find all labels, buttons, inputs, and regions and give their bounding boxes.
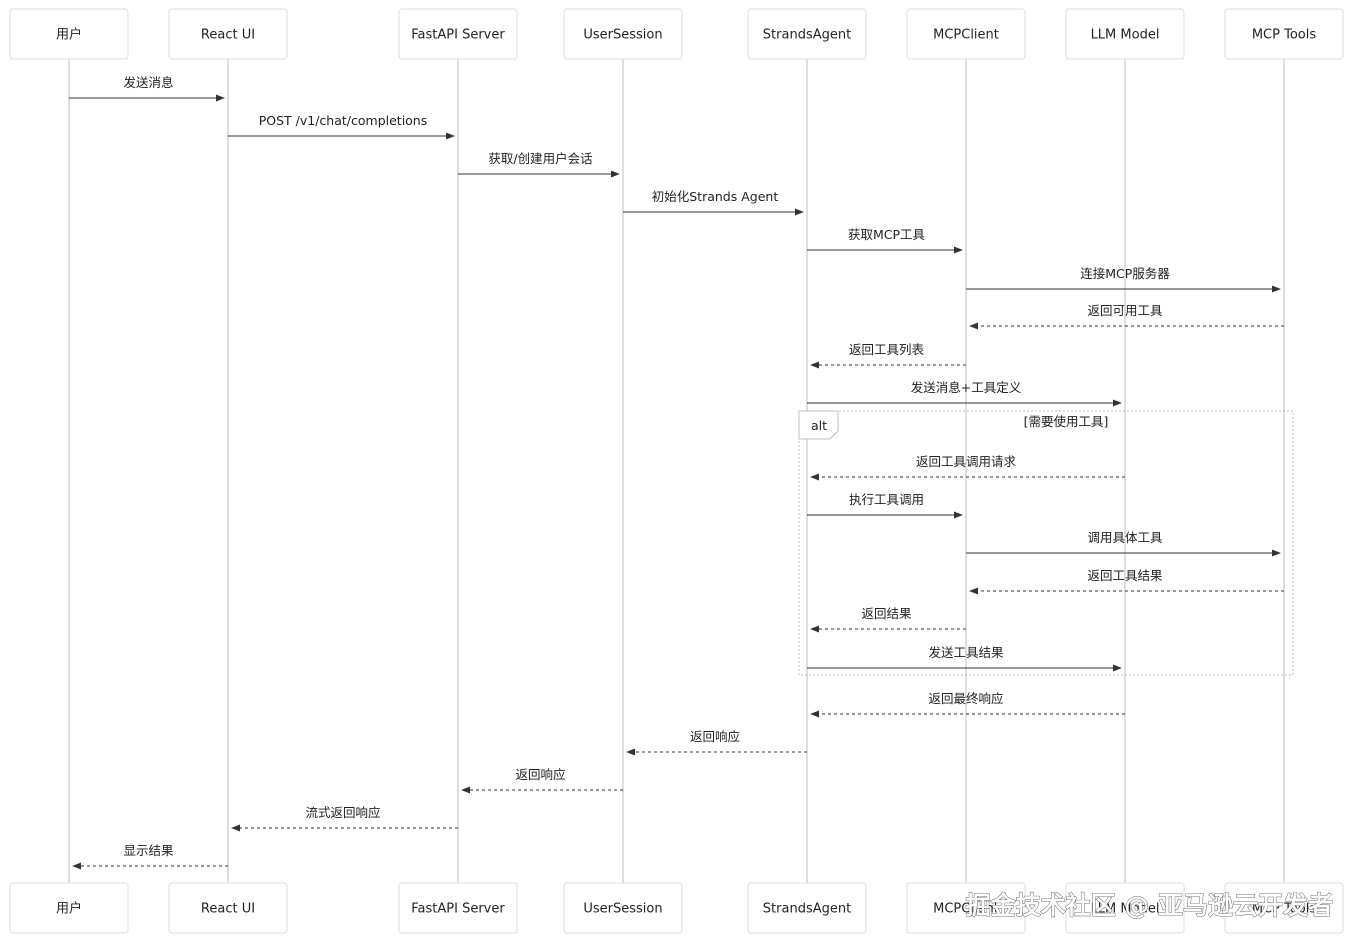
- message-label: 返回响应: [515, 767, 565, 782]
- actor-box: [168, 8, 288, 60]
- message-3: 获取/创建用户会话: [458, 151, 620, 178]
- message-12: 调用具体工具: [966, 530, 1281, 557]
- actor-label: StrandsAgent: [763, 28, 851, 43]
- message-10: 返回工具调用请求: [810, 454, 1125, 481]
- actor-label: FastAPI Server: [411, 28, 505, 43]
- actor-label: MCPClient: [933, 902, 999, 917]
- actor-box: [906, 882, 1026, 934]
- alt-condition: [需要使用工具]: [1024, 414, 1109, 429]
- actor-label: MCP Tools: [1252, 28, 1317, 43]
- message-label: 连接MCP服务器: [1080, 266, 1170, 281]
- alt-frame: alt [需要使用工具]: [798, 410, 1294, 676]
- alt-frame-border: [798, 410, 1294, 676]
- message-label: 获取MCP工具: [848, 227, 926, 242]
- actor-user-top: 用户: [9, 8, 129, 60]
- actor-react-bottom: React UI: [168, 882, 288, 934]
- message-7: 返回可用工具: [969, 303, 1284, 330]
- message-19: 流式返回响应: [231, 805, 458, 832]
- actor-label: MCPClient: [933, 28, 999, 43]
- actor-session-top: UserSession: [563, 8, 683, 60]
- actor-session-bottom: UserSession: [563, 882, 683, 934]
- message-20: 显示结果: [72, 843, 228, 870]
- actor-react-top: React UI: [168, 8, 288, 60]
- message-label: 返回可用工具: [1087, 303, 1163, 318]
- message-18: 返回响应: [461, 767, 623, 794]
- actor-box: [168, 882, 288, 934]
- actor-box: [747, 8, 867, 60]
- actor-label: UserSession: [583, 28, 662, 43]
- actor-llm-top: LLM Model: [1065, 8, 1185, 60]
- actor-box: [398, 8, 518, 60]
- message-6: 连接MCP服务器: [966, 266, 1281, 293]
- actor-label: 用户: [56, 901, 82, 917]
- actor-box: [398, 882, 518, 934]
- actor-label: React UI: [201, 902, 255, 917]
- actor-agent-top: StrandsAgent: [747, 8, 867, 60]
- actor-box: [1065, 882, 1185, 934]
- actor-box: [1224, 882, 1344, 934]
- message-label: 返回工具调用请求: [916, 454, 1017, 469]
- message-label: 发送消息+工具定义: [911, 380, 1022, 395]
- message-5: 获取MCP工具: [807, 227, 963, 254]
- actor-mcpclient-bottom: MCPClient: [906, 882, 1026, 934]
- message-16: 返回最终响应: [810, 691, 1125, 718]
- actor-label: UserSession: [583, 902, 662, 917]
- message-label: 调用具体工具: [1087, 530, 1163, 545]
- actor-box: [1224, 8, 1344, 60]
- actor-user-bottom: 用户: [9, 882, 129, 934]
- actor-tools-top: MCP Tools: [1224, 8, 1344, 60]
- actor-mcpclient-top: MCPClient: [906, 8, 1026, 60]
- message-15: 发送工具结果: [807, 645, 1122, 672]
- actor-box: [906, 8, 1026, 60]
- message-label: POST /v1/chat/completions: [259, 113, 428, 128]
- watermark: 掘金技术社区 @ 亚马逊云开发者: [966, 891, 1333, 920]
- message-label: 显示结果: [123, 843, 174, 858]
- message-label: 发送工具结果: [928, 645, 1004, 660]
- actor-box: [1065, 8, 1185, 60]
- actor-label: FastAPI Server: [411, 902, 505, 917]
- message-4: 初始化Strands Agent: [623, 189, 804, 216]
- message-label: 流式返回响应: [305, 805, 380, 820]
- actor-box: [563, 8, 683, 60]
- messages: 发送消息 POST /v1/chat/completions 获取/创建用户会话初始…: [69, 75, 1284, 870]
- actors-top: 用户 React UI FastAPI Server UserSession Stran…: [9, 8, 1344, 60]
- actor-label: React UI: [201, 28, 255, 43]
- actor-box: [9, 882, 129, 934]
- alt-keyword: alt: [811, 418, 827, 433]
- actor-label: 用户: [56, 27, 82, 43]
- message-label: 返回响应: [690, 729, 740, 744]
- actor-fastapi-bottom: FastAPI Server: [398, 882, 518, 934]
- message-label: 发送消息: [123, 75, 173, 90]
- message-label: 返回结果: [861, 606, 912, 621]
- actor-label: LLM Model: [1091, 902, 1160, 917]
- actor-label: LLM Model: [1091, 28, 1160, 43]
- message-11: 执行工具调用: [807, 492, 963, 519]
- actors-bottom: 用户 React UI FastAPI Server UserSession Stran…: [9, 882, 1344, 934]
- message-1: 发送消息: [69, 75, 225, 102]
- message-8: 返回工具列表: [810, 342, 966, 369]
- actor-llm-bottom: LLM Model: [1065, 882, 1185, 934]
- actor-tools-bottom: MCP Tools: [1224, 882, 1344, 934]
- message-17: 返回响应: [626, 729, 807, 756]
- alt-keyword-tab: [798, 410, 839, 440]
- actor-fastapi-top: FastAPI Server: [398, 8, 518, 60]
- message-label: 执行工具调用: [849, 492, 924, 507]
- message-label: 获取/创建用户会话: [488, 151, 592, 166]
- message-label: 返回最终响应: [928, 691, 1003, 706]
- message-14: 返回结果: [810, 606, 966, 633]
- message-label: 返回工具列表: [849, 342, 925, 357]
- actor-box: [747, 882, 867, 934]
- actor-label: MCP Tools: [1252, 902, 1317, 917]
- lifelines: [68, 59, 1285, 883]
- actor-label: StrandsAgent: [763, 902, 851, 917]
- message-label: 返回工具结果: [1087, 568, 1163, 583]
- message-13: 返回工具结果: [969, 568, 1284, 595]
- message-9: 发送消息+工具定义: [807, 380, 1122, 407]
- actor-box: [9, 8, 129, 60]
- message-label: 初始化Strands Agent: [652, 189, 779, 204]
- actor-box: [563, 882, 683, 934]
- actor-agent-bottom: StrandsAgent: [747, 882, 867, 934]
- message-2: POST /v1/chat/completions: [228, 113, 455, 140]
